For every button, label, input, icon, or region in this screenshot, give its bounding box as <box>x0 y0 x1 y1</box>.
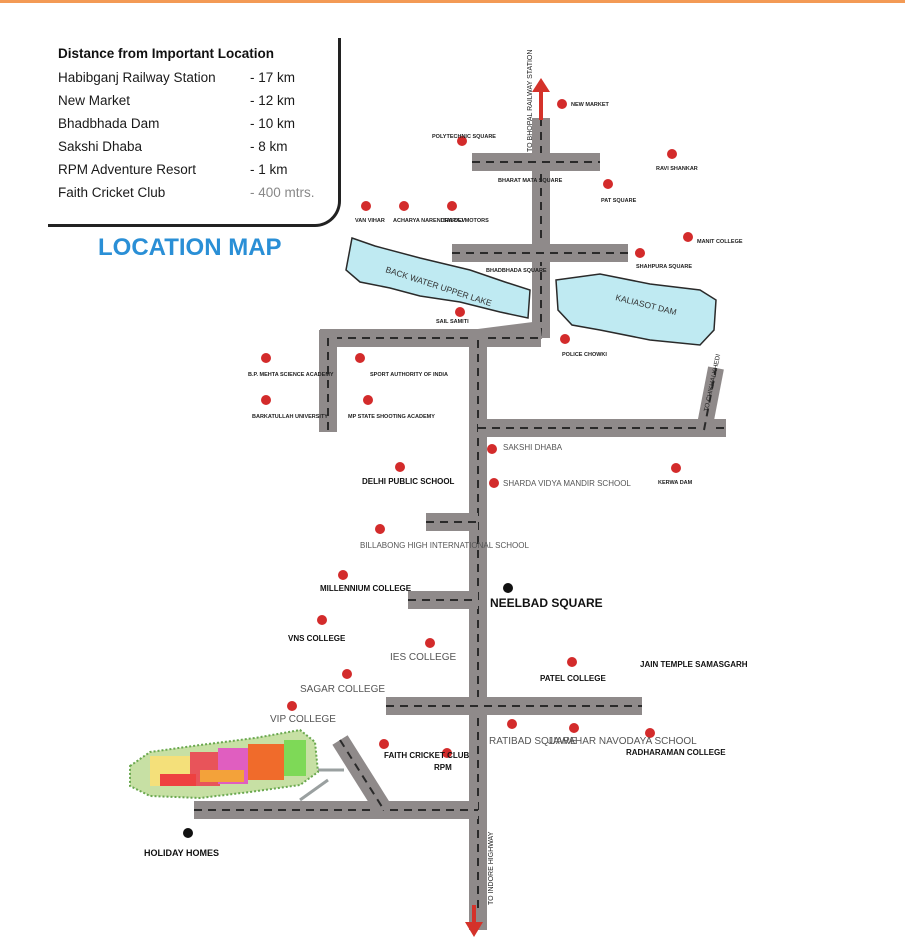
place-label: RATIBAD SQUARE <box>489 736 577 747</box>
place-label: B.P. MEHTA SCIENCE ACADEMY <box>248 372 334 378</box>
distance-place: New Market <box>58 93 131 108</box>
place-label: SAIL SAMITI <box>436 319 469 325</box>
place-label: SAGAR COLLEGE <box>300 684 385 695</box>
place-label: MP STATE SHOOTING ACADEMY <box>348 414 435 420</box>
place-label: BHADBHADA SQUARE <box>486 268 547 274</box>
place-label: POLICE CHOWKI <box>562 352 607 358</box>
place-label: VAN VIHAR <box>355 218 385 224</box>
place-label: RAVI SHANKAR <box>656 166 698 172</box>
place-label: IES COLLEGE <box>390 652 456 663</box>
holiday-homes-site <box>129 728 320 800</box>
north-arrow <box>532 78 550 120</box>
place-label: VIP COLLEGE <box>270 714 336 725</box>
place-label: HOLIDAY HOMES <box>144 848 219 858</box>
distance-value: - 12 km <box>250 93 296 108</box>
map-title: LOCATION MAP <box>98 234 282 261</box>
kaliasot-dam <box>555 273 717 346</box>
place-label: MANIT COLLEGE <box>697 239 743 245</box>
place-label: DELHI PUBLIC SCHOOL <box>362 477 455 486</box>
distance-value: - 400 mtrs. <box>250 185 315 200</box>
place-label: JAWAHAR NAVODAYA SCHOOL <box>548 736 697 747</box>
south-arrow <box>465 905 483 937</box>
upper-lake <box>345 237 531 319</box>
place-label: MILLENNIUM COLLEGE <box>320 584 412 593</box>
distance-place: Bhadbhada Dam <box>58 116 160 131</box>
place-label: RPM <box>434 763 452 772</box>
place-label: BILLABONG HIGH INTERNATIONAL SCHOOL <box>360 541 529 550</box>
place-label: NEW MARKET <box>571 102 610 108</box>
place-label: SHARDA VIDYA MANDIR SCHOOL <box>503 479 631 488</box>
road-label-bottom: TO INDORE HIGHWAY <box>488 831 495 905</box>
distance-place: Sakshi Dhaba <box>58 139 143 154</box>
distance-place: Faith Cricket Club <box>58 185 166 200</box>
place-label: FAITH CRICKET CLUB <box>384 751 470 760</box>
place-label: VNS COLLEGE <box>288 634 346 643</box>
roads <box>194 118 726 930</box>
distance-value: - 8 km <box>250 139 288 154</box>
place-label: SAKSHI DHABA <box>503 443 563 452</box>
place-label: PAT SQUARE <box>601 198 637 204</box>
place-label: PATEL COLLEGE <box>540 674 606 683</box>
distance-table: Distance from Important Location Habibga… <box>48 38 341 227</box>
place-label: SHAHPURA SQUARE <box>636 264 692 270</box>
place-label: BARKATULLAH UNIVERSITY <box>252 414 328 420</box>
place-label: NEELBAD SQUARE <box>490 596 603 610</box>
place-label: JAIN TEMPLE SAMASGARH <box>640 660 748 669</box>
place-label: RADHARAMAN COLLEGE <box>626 748 726 757</box>
place-label: SAIRAJ MOTORS <box>443 218 489 224</box>
road-label-top: TO BHOPAL RAILWAY STATION <box>527 50 534 152</box>
distance-place: Habibganj Railway Station <box>58 70 216 85</box>
distance-value: - 17 km <box>250 70 296 85</box>
place-label: BHARAT MATA SQUARE <box>498 178 563 184</box>
place-label: SPORT AUTHORITY OF INDIA <box>370 372 448 378</box>
place-label: POLYTECHNIC SQUARE <box>432 134 496 140</box>
map-markers <box>183 99 693 838</box>
place-label: ACHARYA NARENDRA DEV <box>393 218 466 224</box>
distance-value: - 1 km <box>250 162 288 177</box>
place-label: KERWA DAM <box>658 480 693 486</box>
distance-place: RPM Adventure Resort <box>58 162 197 177</box>
top-accent-line <box>0 0 905 3</box>
distance-table-title: Distance from Important Location <box>58 46 275 61</box>
distance-value: - 10 km <box>250 116 296 131</box>
